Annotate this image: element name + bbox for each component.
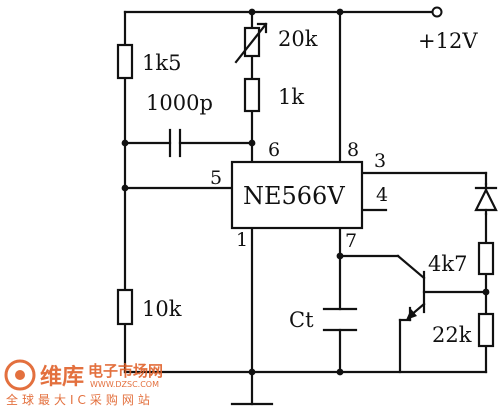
- junction-dot: [248, 8, 256, 16]
- ic-ne566v: [230, 160, 364, 230]
- watermark-logo-dot: [15, 370, 25, 380]
- pin-4-label: 4: [376, 184, 388, 206]
- watermark-site: 电子市场网: [88, 362, 163, 380]
- junction-dot: [336, 8, 344, 16]
- watermark-logo: [4, 359, 36, 391]
- junction-dot: [336, 368, 344, 376]
- resistor-4k7-label: 4k7: [428, 252, 467, 276]
- supply-terminal: [431, 6, 443, 18]
- variable-resistor-arrow: [234, 22, 268, 64]
- supply-label: +12V: [418, 29, 478, 53]
- pin-6-label: 6: [268, 139, 280, 161]
- junction-dot: [121, 139, 129, 147]
- watermark-url: WWW.DZSC.COM: [90, 380, 159, 389]
- junction-dot: [248, 368, 256, 376]
- watermark: 维库 电子市场网 WWW.DZSC.COM 全球最大IC采购网站: [4, 359, 163, 407]
- resistor-10k: [116, 288, 134, 326]
- resistor-1k: [243, 77, 261, 113]
- watermark-brand: 维库: [40, 364, 84, 390]
- resistor-10k-label: 10k: [142, 297, 182, 321]
- pin-3-label: 3: [374, 150, 386, 172]
- resistor-1k5-label: 1k5: [142, 51, 181, 75]
- resistor-1k-label: 1k: [278, 85, 304, 109]
- pin-8-label: 8: [347, 139, 359, 161]
- ic-name: NE566V: [243, 182, 345, 210]
- watermark-subtitle: 全球最大IC采购网站: [6, 392, 154, 407]
- resistor-22k-label: 22k: [432, 323, 472, 347]
- diode: [474, 187, 498, 212]
- capacitor-ct-label: Ct: [289, 308, 314, 332]
- junction-dot: [336, 252, 344, 260]
- junction-dot: [482, 288, 490, 296]
- pin-5-label: 5: [210, 167, 222, 189]
- transistor-npn: [396, 254, 426, 320]
- pin-7-label: 7: [345, 230, 357, 252]
- junction-dot: [121, 184, 129, 192]
- capacitor-1000p-label: 1000p: [146, 91, 213, 115]
- pin-1-label: 1: [236, 229, 248, 251]
- variable-resistor-label: 20k: [278, 27, 318, 51]
- junction-dot: [248, 139, 256, 147]
- transistor-emitter-arrow: [406, 309, 417, 320]
- arrowhead-icon: [256, 22, 268, 34]
- resistor-1k5: [116, 43, 134, 80]
- resistor-4k7: [477, 241, 495, 276]
- junctions: [121, 8, 490, 376]
- resistor-22k: [477, 312, 495, 348]
